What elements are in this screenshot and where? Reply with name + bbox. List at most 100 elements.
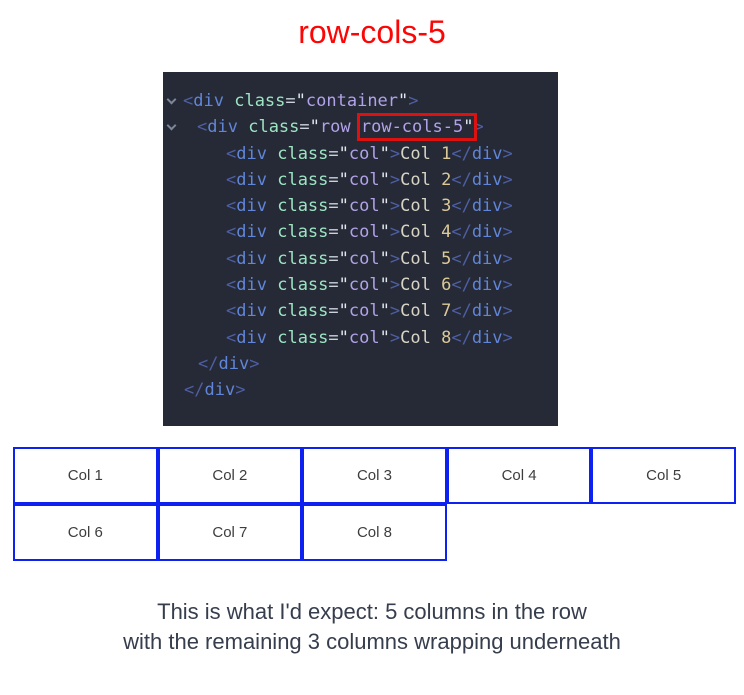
code-token (224, 91, 234, 111)
code-token: > (249, 353, 260, 374)
code-token: > (389, 143, 401, 164)
chevron-glyph (166, 120, 177, 131)
code-token: " (338, 275, 349, 296)
code-token: " (338, 248, 349, 269)
code-token: </ (451, 327, 472, 348)
code-token: Col (400, 248, 442, 269)
code-token (267, 328, 277, 348)
code-line: <div class="col">Col 3</div> (167, 193, 552, 219)
code-text: </div> (183, 377, 245, 403)
caption-line-1: This is what I'd expect: 5 columns in th… (157, 599, 587, 624)
code-token: div (471, 143, 503, 164)
code-token: Col (400, 301, 442, 322)
code-token: > (502, 222, 513, 243)
code-token: " (338, 196, 349, 217)
code-line: </div> (167, 377, 552, 403)
chevron-spacer (167, 219, 183, 245)
code-token: class (277, 301, 329, 322)
code-token (267, 249, 277, 269)
code-token: </ (184, 380, 205, 401)
code-token: " (379, 222, 390, 243)
code-token: < (226, 222, 237, 243)
code-token (238, 117, 248, 137)
code-token: div (236, 301, 267, 322)
code-token: 3 (441, 196, 452, 217)
code-token: class (277, 143, 329, 164)
code-token: = (285, 91, 296, 111)
code-token: Col (400, 275, 442, 296)
grid-cell-label: Col 4 (501, 467, 537, 484)
code-token: 7 (441, 301, 452, 322)
code-token: > (502, 301, 513, 322)
caption-line-2: with the remaining 3 columns wrapping un… (123, 629, 621, 654)
code-token: > (502, 196, 513, 217)
code-token: class (277, 327, 329, 348)
code-token: div (236, 196, 267, 217)
code-line: <div class="row row-cols-5"> (166, 113, 552, 142)
code-token: < (183, 91, 194, 111)
code-token: > (235, 380, 246, 401)
code-token: </ (451, 301, 472, 322)
chevron-spacer (167, 193, 183, 219)
code-token: col (348, 169, 380, 190)
chevron-spacer (167, 167, 183, 193)
chevron-down-icon[interactable] (166, 114, 183, 140)
code-text: <div class="container"> (183, 88, 419, 114)
code-line: <div class="col">Col 2</div> (167, 167, 552, 193)
code-text: <div class="col">Col 4</div> (183, 219, 513, 245)
code-token: = (328, 301, 339, 322)
grid-cell-label: Col 5 (646, 467, 682, 484)
code-token: 2 (441, 169, 452, 190)
code-token: " (295, 91, 306, 111)
code-token: col (348, 275, 380, 296)
code-token: class (277, 169, 329, 190)
code-token: </ (451, 275, 472, 296)
code-token: " (338, 222, 349, 243)
code-token: col (348, 196, 380, 217)
code-token: " (338, 301, 349, 322)
code-token: Col (400, 143, 442, 164)
grid-cell: Col 5 (591, 447, 736, 504)
code-token: > (408, 91, 419, 111)
grid-cell-label: Col 8 (356, 524, 392, 541)
code-token: " (379, 248, 390, 269)
code-line: </div> (167, 351, 552, 377)
code-token: = (328, 275, 339, 296)
chevron-spacer (167, 246, 183, 272)
code-line: <div class="col">Col 6</div> (167, 272, 552, 298)
code-token: class (277, 248, 329, 269)
code-line: <div class="col">Col 8</div> (167, 325, 552, 351)
grid-cell: Col 4 (446, 447, 592, 504)
code-text: <div class="col">Col 2</div> (183, 167, 513, 193)
code-token: = (328, 248, 339, 269)
code-token (267, 222, 277, 242)
code-token: " (309, 117, 320, 138)
code-token: < (226, 143, 237, 164)
code-token: " (338, 327, 349, 348)
code-token: 1 (441, 143, 452, 164)
grid-cell: Col 8 (302, 504, 447, 561)
chevron-down-icon[interactable] (166, 88, 183, 114)
code-token: > (389, 222, 401, 243)
code-token: col (348, 222, 380, 243)
code-line: <div class="col">Col 1</div> (167, 141, 552, 167)
code-token: > (502, 143, 513, 164)
code-token: div (236, 222, 267, 243)
code-token (267, 196, 277, 216)
code-token: div (236, 248, 267, 269)
code-token (267, 144, 277, 164)
code-token: div (471, 327, 503, 348)
code-token: " (463, 117, 474, 138)
code-line: <div class="col">Col 7</div> (167, 298, 552, 324)
code-token: " (379, 196, 390, 217)
code-token: " (338, 143, 349, 164)
chevron-glyph (166, 94, 177, 105)
grid-cell: Col 7 (157, 504, 303, 561)
code-line: <div class="col">Col 5</div> (167, 246, 552, 272)
grid-cell-label: Col 6 (67, 524, 103, 541)
code-token: Col (400, 169, 442, 190)
code-token: col (348, 327, 380, 348)
chevron-spacer (167, 272, 183, 298)
page-title: row-cols-5 (298, 14, 446, 50)
code-token: col (348, 143, 380, 164)
